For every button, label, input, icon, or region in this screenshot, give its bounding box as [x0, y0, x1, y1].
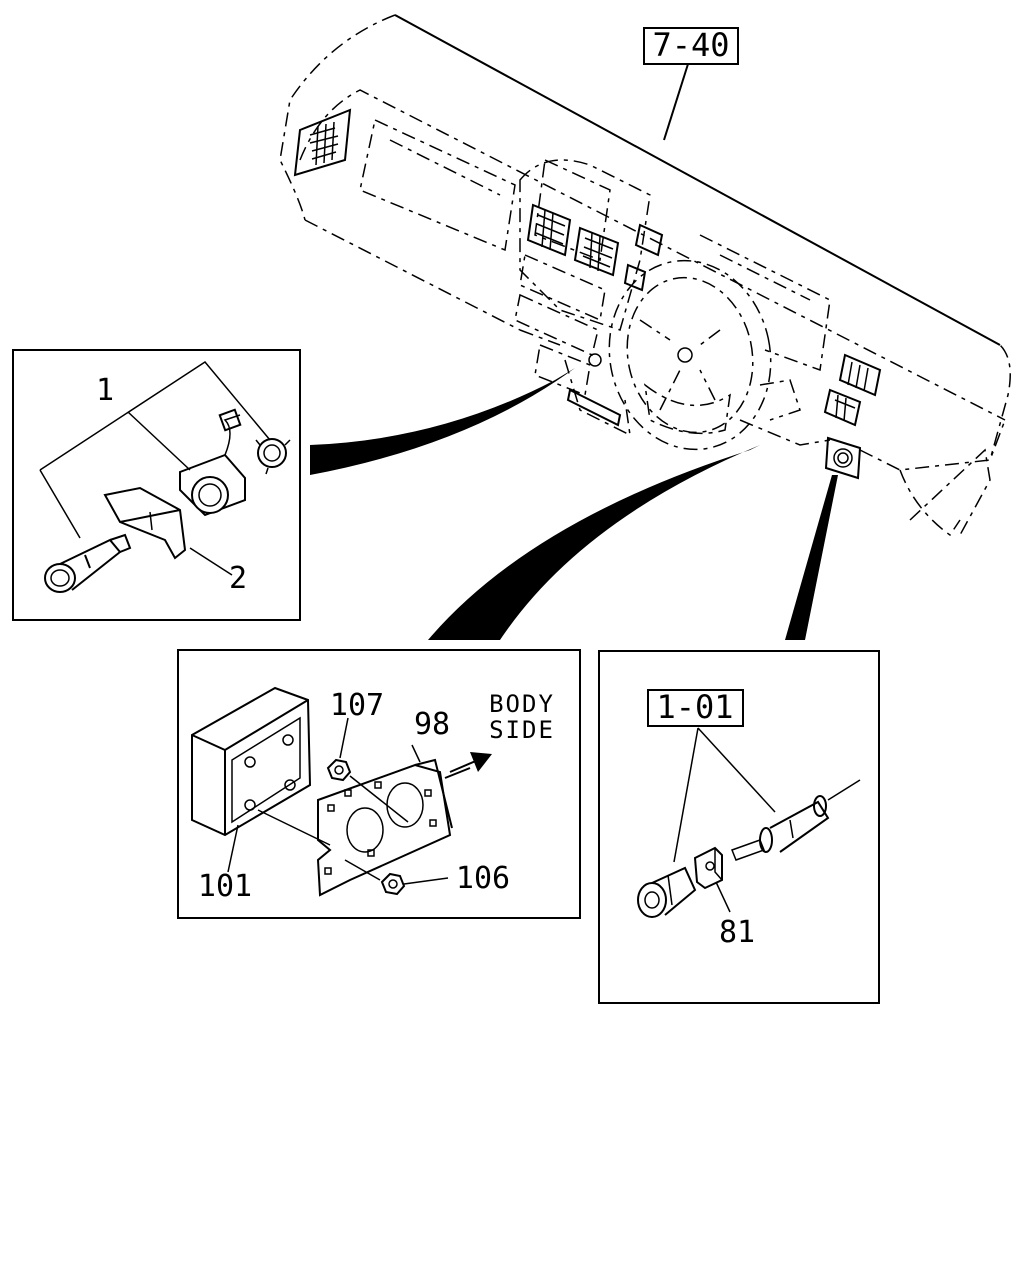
direction-label-line1: BODY [489, 690, 555, 718]
detail-box-socket: 1-01 81 [598, 650, 880, 1004]
mounting-plate [316, 758, 453, 897]
lighter-ring-nut [255, 438, 291, 475]
lighter-bracket [103, 486, 187, 560]
reference-label-dashboard: 7-40 [652, 26, 729, 64]
callout-lighter-assembly: 1 [96, 373, 114, 408]
socket-barrel [731, 779, 861, 861]
reference-label-socket: 1-01 [656, 688, 733, 726]
lighter-plug [44, 533, 132, 593]
socket-clip [693, 846, 723, 890]
detail-box-lighter: 1 2 [12, 349, 301, 621]
callout-nut-upper: 107 [330, 688, 384, 723]
callout-stud: 101 [198, 869, 252, 904]
callout-nut-lower: 106 [456, 861, 510, 896]
callout-panel-bracket: 98 [414, 707, 450, 742]
socket-cap [637, 866, 697, 918]
direction-label-line2: SIDE [489, 716, 555, 744]
callout-wedge-socket [785, 475, 838, 640]
control-module [191, 686, 312, 837]
dashboard-illustration [279, 14, 1011, 537]
detail-box-panel: 101 98 107 106 [177, 649, 581, 919]
body-side-arrow [444, 752, 492, 779]
callout-bracket: 2 [229, 561, 247, 596]
lighter-socket-housing [179, 414, 246, 517]
callout-clip: 81 [719, 915, 755, 950]
callout-wedge-panel [428, 445, 760, 640]
reference-box-dashboard[interactable]: 7-40 [643, 26, 739, 141]
reference-box-socket[interactable]: 1-01 [647, 688, 744, 727]
nut-lower [380, 872, 406, 896]
nut-upper [326, 758, 352, 782]
callout-wedge-lighter [310, 368, 575, 475]
